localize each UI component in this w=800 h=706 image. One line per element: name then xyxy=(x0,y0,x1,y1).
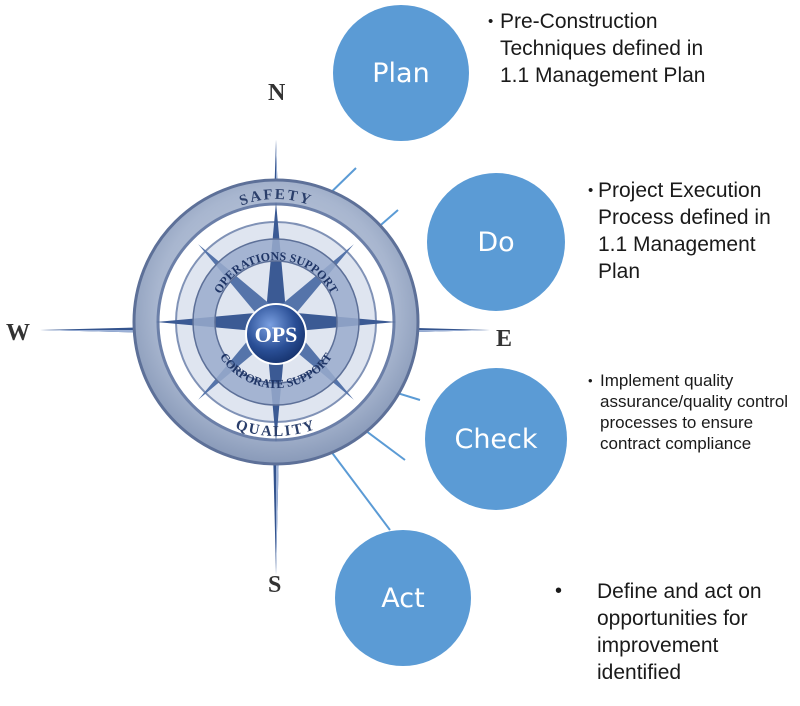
svg-text:QUALITY: QUALITY xyxy=(234,417,319,440)
compass-south: S xyxy=(268,572,281,598)
do-label: Do xyxy=(477,226,515,258)
act-description: • Define and act on opportunities for im… xyxy=(555,578,795,686)
ring-bottom-text: QUALITY xyxy=(234,417,317,440)
act-circle: Act xyxy=(335,530,471,666)
connector-act xyxy=(329,449,391,531)
plan-circle: Plan xyxy=(333,5,469,141)
plan-description-text: Pre-Construction Techniques defined in 1… xyxy=(500,10,706,87)
act-label: Act xyxy=(381,582,425,614)
do-description-text: Project Execution Process defined in 1.1… xyxy=(598,179,771,283)
bullet-act: • xyxy=(555,580,563,602)
compass-north: N xyxy=(268,80,286,106)
svg-text:SAFETY: SAFETY xyxy=(237,187,314,210)
plan-description: • Pre-Construction Techniques defined in… xyxy=(488,8,728,89)
compass-banner-ring xyxy=(193,239,359,405)
check-description: • Implement quality assurance/quality co… xyxy=(588,370,800,454)
check-circle: Check xyxy=(425,368,567,510)
ops-orb xyxy=(245,303,307,365)
check-description-text: Implement quality assurance/quality cont… xyxy=(600,371,789,453)
act-description-text: Define and act on opportunities for impr… xyxy=(597,580,762,684)
bullet-do: • xyxy=(588,182,594,199)
do-description: • Project Execution Process defined in 1… xyxy=(588,177,798,285)
check-label: Check xyxy=(454,423,538,455)
compass-west: W xyxy=(6,320,30,346)
bullet-plan: • xyxy=(488,13,494,30)
plan-label: Plan xyxy=(372,57,430,89)
ops-label: OPS xyxy=(255,322,298,347)
ring-top-text: SAFETY xyxy=(237,187,312,210)
do-circle: Do xyxy=(427,173,565,311)
compass-east: E xyxy=(496,326,512,352)
bullet-check: • xyxy=(588,373,593,388)
